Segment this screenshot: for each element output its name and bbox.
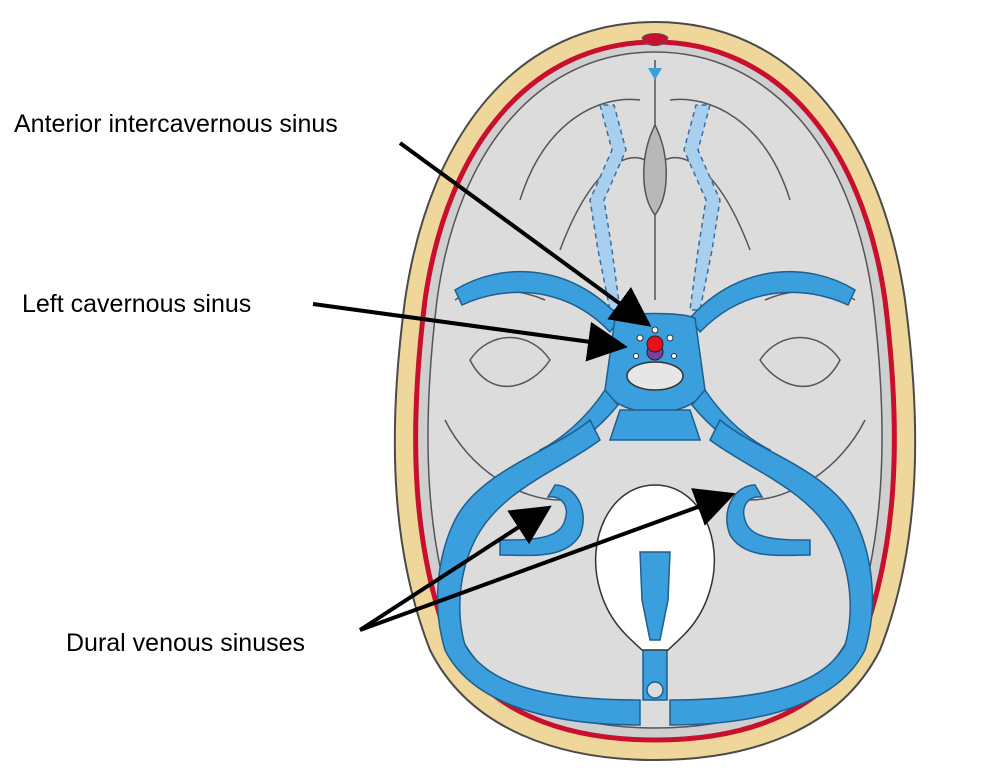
- hypophyseal-fossa: [626, 361, 684, 391]
- label-left-cavernous-sinus: Left cavernous sinus: [22, 290, 252, 318]
- small-foramina: [633, 326, 677, 359]
- arrow-anterior-intercavernous: [398, 141, 652, 327]
- internal-carotid-artery-dot: [646, 335, 664, 353]
- olfactory-dashed-veins: [589, 104, 721, 311]
- label-anterior-intercavernous-sinus: Anterior intercavernous sinus: [14, 110, 338, 138]
- frontal-sinus-blue: [648, 68, 662, 80]
- occipital-sinus-detail: [639, 551, 671, 699]
- arrow-dural-right: [359, 488, 736, 632]
- arrow-left-cavernous: [312, 302, 628, 362]
- label-dural-venous-sinuses: Dural venous sinuses: [66, 629, 306, 657]
- crista-galli: [643, 123, 667, 217]
- arrow-dural-left: [358, 505, 552, 632]
- superior-sagittal-sinus-top: [641, 33, 669, 46]
